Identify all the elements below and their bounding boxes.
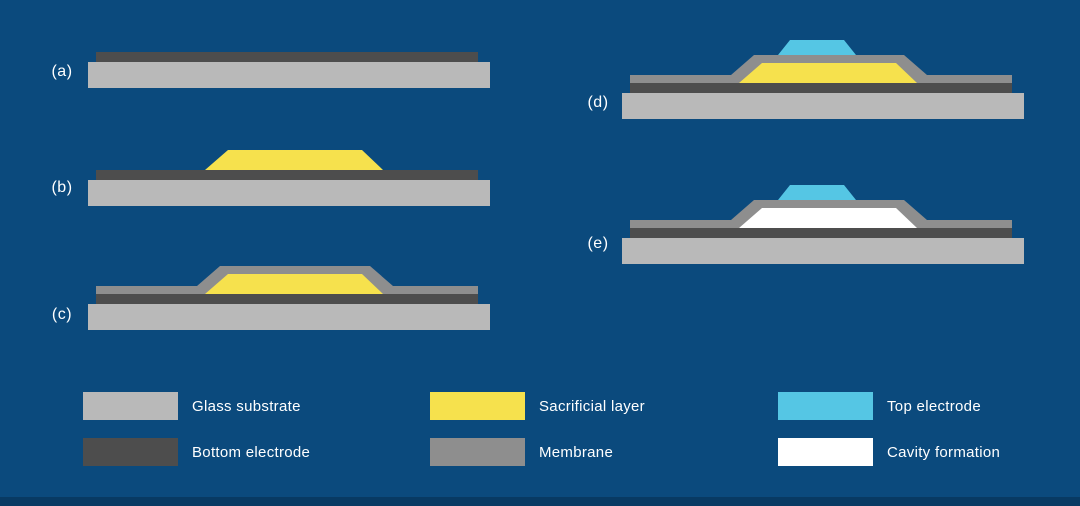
sacrificial-layer-shape (739, 63, 917, 83)
legend-item-cavity-formation: Cavity formation (778, 438, 1000, 466)
panel-a-diagram (88, 52, 490, 88)
bottom-electrode-swatch-fill (83, 438, 178, 466)
panel-a (88, 52, 490, 88)
cavity-formation-swatch (778, 438, 873, 466)
panel-b-label: (b) (51, 179, 73, 196)
bottom-electrode-layer (96, 170, 478, 180)
legend-label-bottom-electrode: Bottom electrode (192, 443, 311, 461)
sacrificial-layer-shape (205, 274, 383, 294)
cavity-formation-swatch-fill (778, 438, 873, 466)
legend-item-membrane: Membrane (430, 438, 613, 466)
legend-label-membrane: Membrane (539, 443, 614, 461)
footer-accent-bar (0, 497, 1080, 506)
legend-item-glass-substrate: Glass substrate (83, 392, 301, 420)
panel-d-diagram (622, 40, 1024, 119)
cavity-shape (739, 208, 917, 228)
bottom-electrode-layer (630, 83, 1012, 93)
panel-c-label: (c) (51, 306, 73, 323)
glass-substrate-swatch-fill (83, 392, 178, 420)
glass-substrate-layer (622, 238, 1024, 264)
top-electrode-shape (778, 185, 856, 200)
bottom-electrode-layer (630, 228, 1012, 238)
legend-label-glass-substrate: Glass substrate (192, 397, 301, 415)
legend-item-sacrificial-layer: Sacrificial layer (430, 392, 645, 420)
sacrificial-layer-swatch (430, 392, 525, 420)
membrane-swatch (430, 438, 525, 466)
top-electrode-shape (778, 40, 856, 55)
glass-substrate-layer (88, 304, 490, 330)
top-electrode-swatch-fill (778, 392, 873, 420)
glass-substrate-layer (88, 180, 490, 206)
panel-b (88, 150, 490, 206)
panel-d-label: (d) (587, 94, 609, 111)
legend-item-top-electrode: Top electrode (778, 392, 981, 420)
panel-d (622, 40, 1024, 119)
legend-item-bottom-electrode: Bottom electrode (83, 438, 310, 466)
panel-c-diagram (88, 266, 490, 330)
glass-substrate-swatch (83, 392, 178, 420)
bottom-electrode-layer (96, 52, 478, 62)
legend-label-top-electrode: Top electrode (887, 397, 981, 415)
panel-a-label: (a) (51, 63, 73, 80)
legend-label-cavity-formation: Cavity formation (887, 443, 1001, 461)
panel-e-label: (e) (587, 235, 609, 252)
panel-b-diagram (88, 150, 490, 206)
legend-label-sacrificial-layer: Sacrificial layer (539, 397, 645, 415)
top-electrode-swatch (778, 392, 873, 420)
sacrificial-layer-swatch-fill (430, 392, 525, 420)
membrane-swatch-fill (430, 438, 525, 466)
bottom-electrode-swatch (83, 438, 178, 466)
panel-e-diagram (622, 185, 1024, 264)
glass-substrate-layer (622, 93, 1024, 119)
sacrificial-layer-shape (205, 150, 383, 170)
glass-substrate-layer (88, 62, 490, 88)
panel-c (88, 266, 490, 330)
panel-e (622, 185, 1024, 264)
bottom-electrode-layer (96, 294, 478, 304)
